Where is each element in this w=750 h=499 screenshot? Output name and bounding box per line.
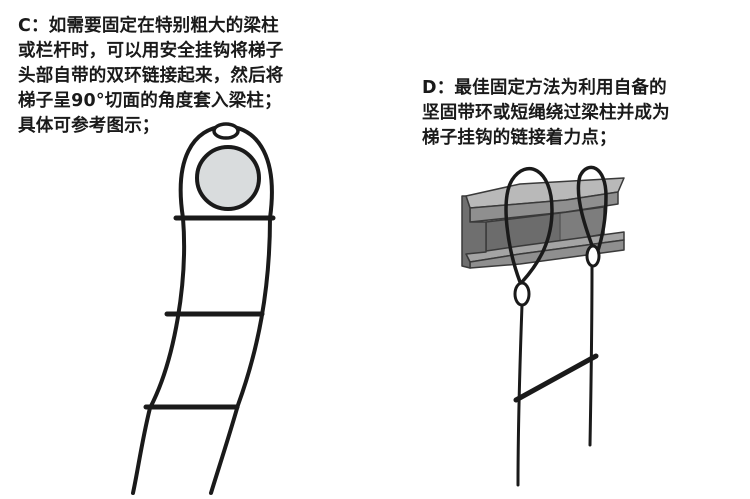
caption-c-line-4: 梯子呈90°切面的角度套入梁柱；	[18, 91, 282, 111]
caption-c: C：如需要固定在特别粗大的梁柱 或栏杆时，可以用安全挂钩将梯子 头部自带的双环链…	[18, 14, 338, 139]
caption-d-line-2: 坚固带环或短绳绕过梁柱并成为	[422, 103, 670, 123]
caption-d: D：最佳固定方法为利用自备的 坚固带环或短绳绕过梁柱并成为 梯子挂钩的链接着力点…	[422, 76, 722, 151]
ladder-right-rail-d	[588, 264, 594, 447]
caption-c-line-5: 具体可参考图示；	[18, 116, 160, 136]
ladder-left-rail	[131, 216, 187, 495]
caption-d-line-1: D：最佳固定方法为利用自备的	[422, 78, 667, 98]
right-hook-ring	[585, 244, 601, 268]
caption-c-line-3: 头部自带的双环链接起来，然后将	[18, 66, 284, 86]
caption-c-line-1: C：如需要固定在特别粗大的梁柱	[18, 16, 279, 36]
left-strap-loop	[504, 167, 554, 284]
caption-d-line-3: 梯子挂钩的链接着力点；	[422, 128, 617, 148]
ladder-left-rail-d	[516, 303, 524, 487]
right-strap-loop	[576, 165, 608, 258]
link-ring	[212, 122, 240, 140]
ladder-rung-d	[513, 353, 599, 403]
left-hook-ring	[513, 281, 531, 307]
caption-c-line-2: 或栏杆时，可以用安全挂钩将梯子	[18, 41, 284, 61]
round-post	[195, 145, 261, 211]
ladder-right-rail	[209, 216, 272, 495]
